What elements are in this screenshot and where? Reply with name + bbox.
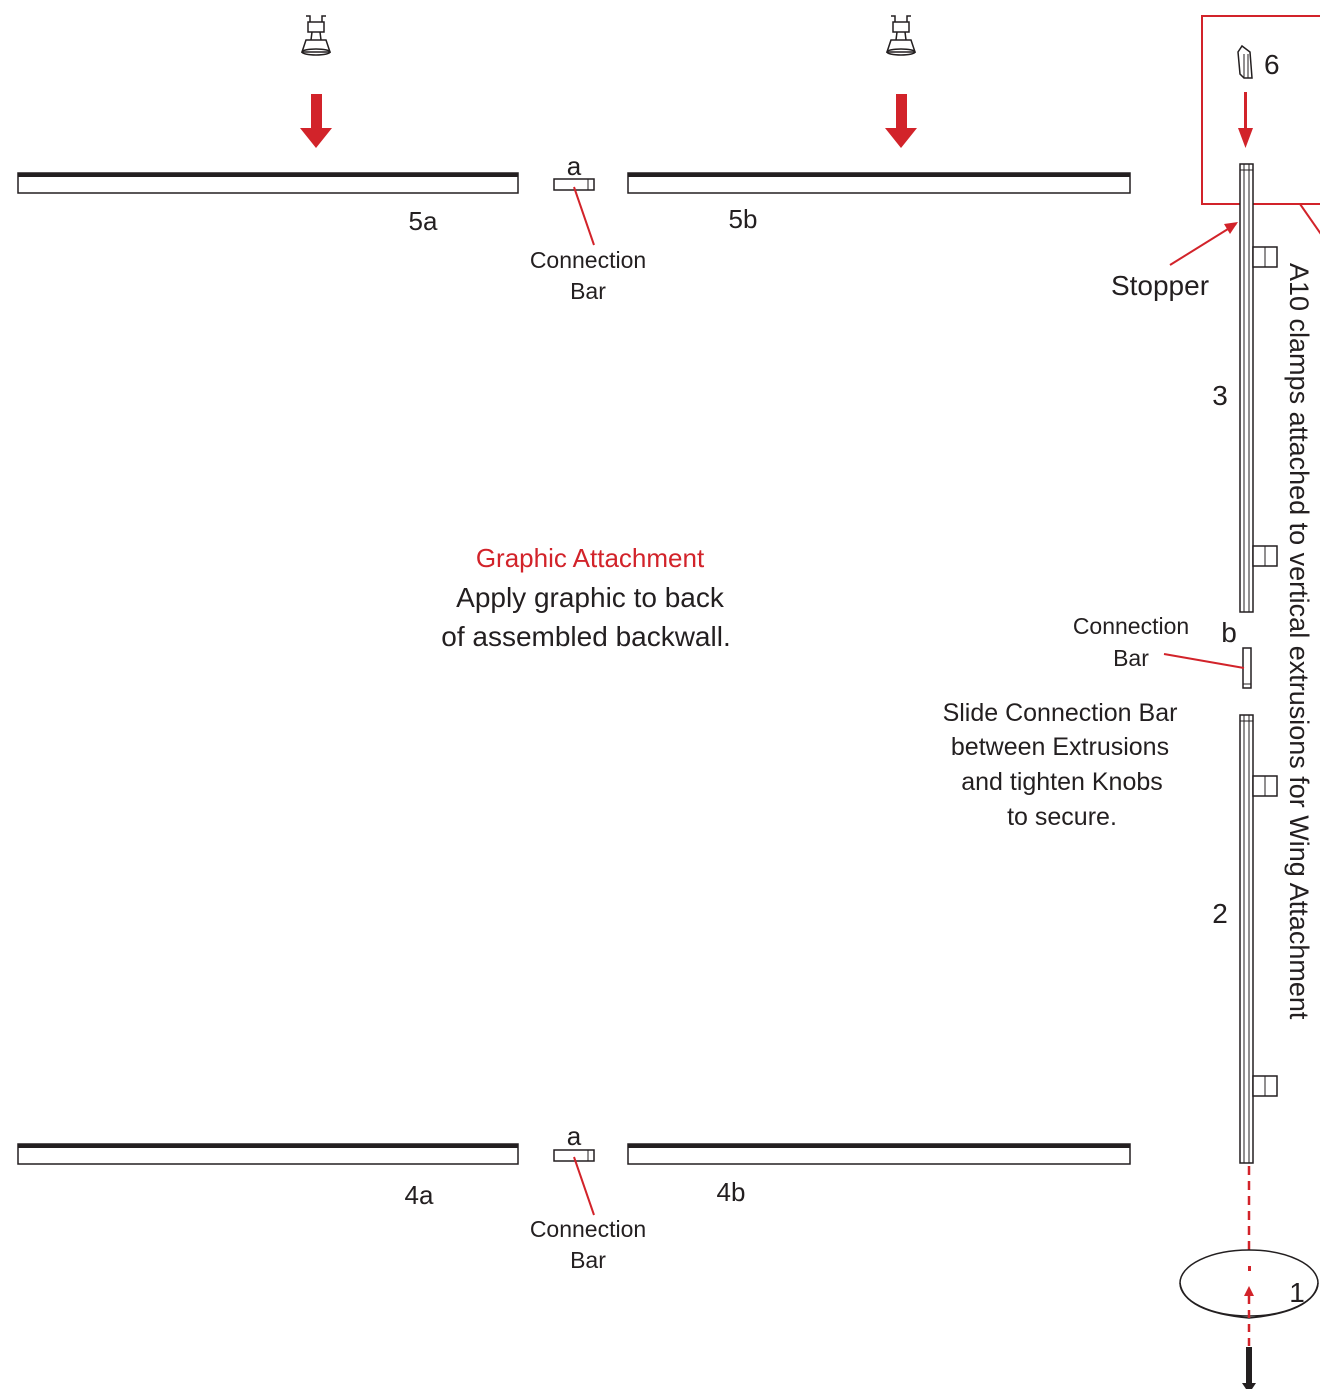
connection-bar-label-b: Connection — [1073, 613, 1189, 639]
slide-line-3: and tighten Knobs — [961, 768, 1163, 796]
extrusion-5b — [627, 172, 1131, 194]
label-b: b — [1221, 617, 1237, 648]
label-4a: 4a — [405, 1180, 434, 1210]
label-a-bottom: a — [567, 1121, 582, 1151]
graphic-line-1: Apply graphic to back — [456, 582, 725, 613]
stopper-label: Stopper — [1111, 270, 1209, 301]
vertical-extrusion-2 — [1239, 714, 1278, 1164]
down-arrow-icon — [300, 94, 332, 148]
label-5b: 5b — [729, 204, 758, 234]
screw-icon — [1242, 1347, 1256, 1389]
label-2: 2 — [1212, 898, 1228, 929]
label-a-top: a — [567, 151, 582, 181]
connection-bar-a-bottom — [553, 1149, 595, 1162]
label-1: 1 — [1289, 1277, 1305, 1308]
light-fixture-icon — [886, 15, 916, 56]
graphic-title: Graphic Attachment — [476, 543, 705, 573]
connection-bar-label-top: Connection — [530, 247, 646, 273]
vertical-extrusion-3 — [1239, 163, 1278, 613]
connection-bar-label-bottom-2: Bar — [570, 1247, 606, 1273]
extrusion-4a — [17, 1143, 519, 1165]
extrusion-4b — [627, 1143, 1131, 1165]
connection-bar-label-top-2: Bar — [570, 278, 606, 304]
vertical-note: A10 clamps attached to vertical extrusio… — [1284, 263, 1314, 1020]
extrusion-5a — [17, 172, 519, 194]
connection-bar-label-bottom: Connection — [530, 1216, 646, 1242]
down-arrow-icon — [1238, 92, 1253, 148]
graphic-line-2: of assembled backwall. — [441, 621, 730, 652]
label-3: 3 — [1212, 380, 1228, 411]
slide-line-2: between Extrusions — [951, 733, 1169, 761]
connection-bar-b — [1242, 647, 1252, 689]
connection-bar-label-b-2: Bar — [1113, 645, 1149, 671]
down-arrow-icon — [885, 94, 917, 148]
label-5a: 5a — [409, 206, 438, 236]
callout-box — [1201, 15, 1320, 205]
light-fixture-icon — [301, 15, 331, 56]
slide-line-4: to secure. — [1007, 803, 1117, 831]
cap-icon — [1237, 44, 1253, 79]
label-4b: 4b — [717, 1177, 746, 1207]
label-6: 6 — [1264, 49, 1280, 80]
slide-line-1: Slide Connection Bar — [943, 699, 1178, 727]
